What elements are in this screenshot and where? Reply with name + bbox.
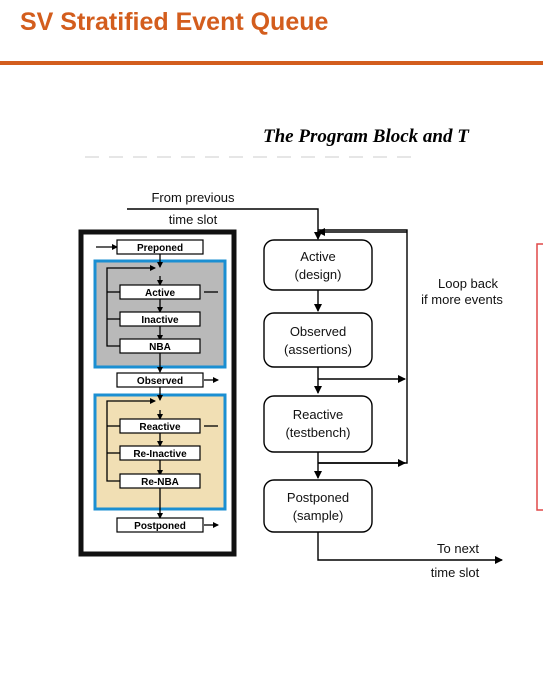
region-reactive: Reactive [139, 422, 181, 433]
from-previous-label-1: From previous [151, 190, 235, 205]
simplified-flow: From previous time slot Active (design) … [127, 190, 503, 580]
flow-reactive-title: Reactive [293, 407, 344, 422]
flow-observed-subtitle: (assertions) [284, 342, 352, 357]
region-re-inactive: Re-Inactive [133, 449, 187, 460]
region-box-preponed [116, 239, 204, 255]
flow-box-reactive [263, 395, 373, 453]
from-previous-label-2: time slot [169, 212, 218, 227]
region-box-observed [116, 372, 204, 388]
page-title: SV Stratified Event Queue [20, 8, 329, 36]
region-re-nba: Re-NBA [141, 477, 179, 488]
flow-active-title: Active [300, 249, 335, 264]
region-active: Active [145, 288, 175, 299]
region-box-re-nba [119, 473, 201, 489]
flow-postponed-title: Postponed [287, 490, 349, 505]
flow-box-active [263, 239, 373, 291]
region-nba: NBA [149, 342, 171, 353]
flow-box-postponed [263, 479, 373, 533]
diagram-heading: The Program Block and T [263, 126, 469, 147]
region-inactive: Inactive [141, 315, 179, 326]
side-panel-edge [536, 243, 543, 511]
to-next-label-2: time slot [431, 565, 480, 580]
region-postponed: Postponed [134, 521, 186, 532]
region-box-re-inactive [119, 445, 201, 461]
loop-back-label-2: if more events [421, 292, 503, 307]
to-next-label-1: To next [437, 541, 479, 556]
region-box-active [119, 284, 201, 300]
region-box-reactive [119, 418, 201, 434]
loop-back-label-1: Loop back [438, 276, 498, 291]
flow-reactive-subtitle: (testbench) [285, 425, 350, 440]
stratified-queue-panel: Preponed Active Inactive NBA Observed Re… [78, 229, 237, 557]
region-preponed: Preponed [137, 243, 183, 254]
region-box-postponed [116, 517, 204, 533]
title-underline [0, 61, 543, 65]
region-observed: Observed [137, 376, 183, 387]
flow-postponed-subtitle: (sample) [293, 508, 344, 523]
region-box-nba [119, 338, 201, 354]
flow-box-observed [263, 312, 373, 368]
flow-active-subtitle: (design) [295, 267, 342, 282]
region-box-inactive [119, 311, 201, 327]
flow-observed-title: Observed [290, 324, 346, 339]
